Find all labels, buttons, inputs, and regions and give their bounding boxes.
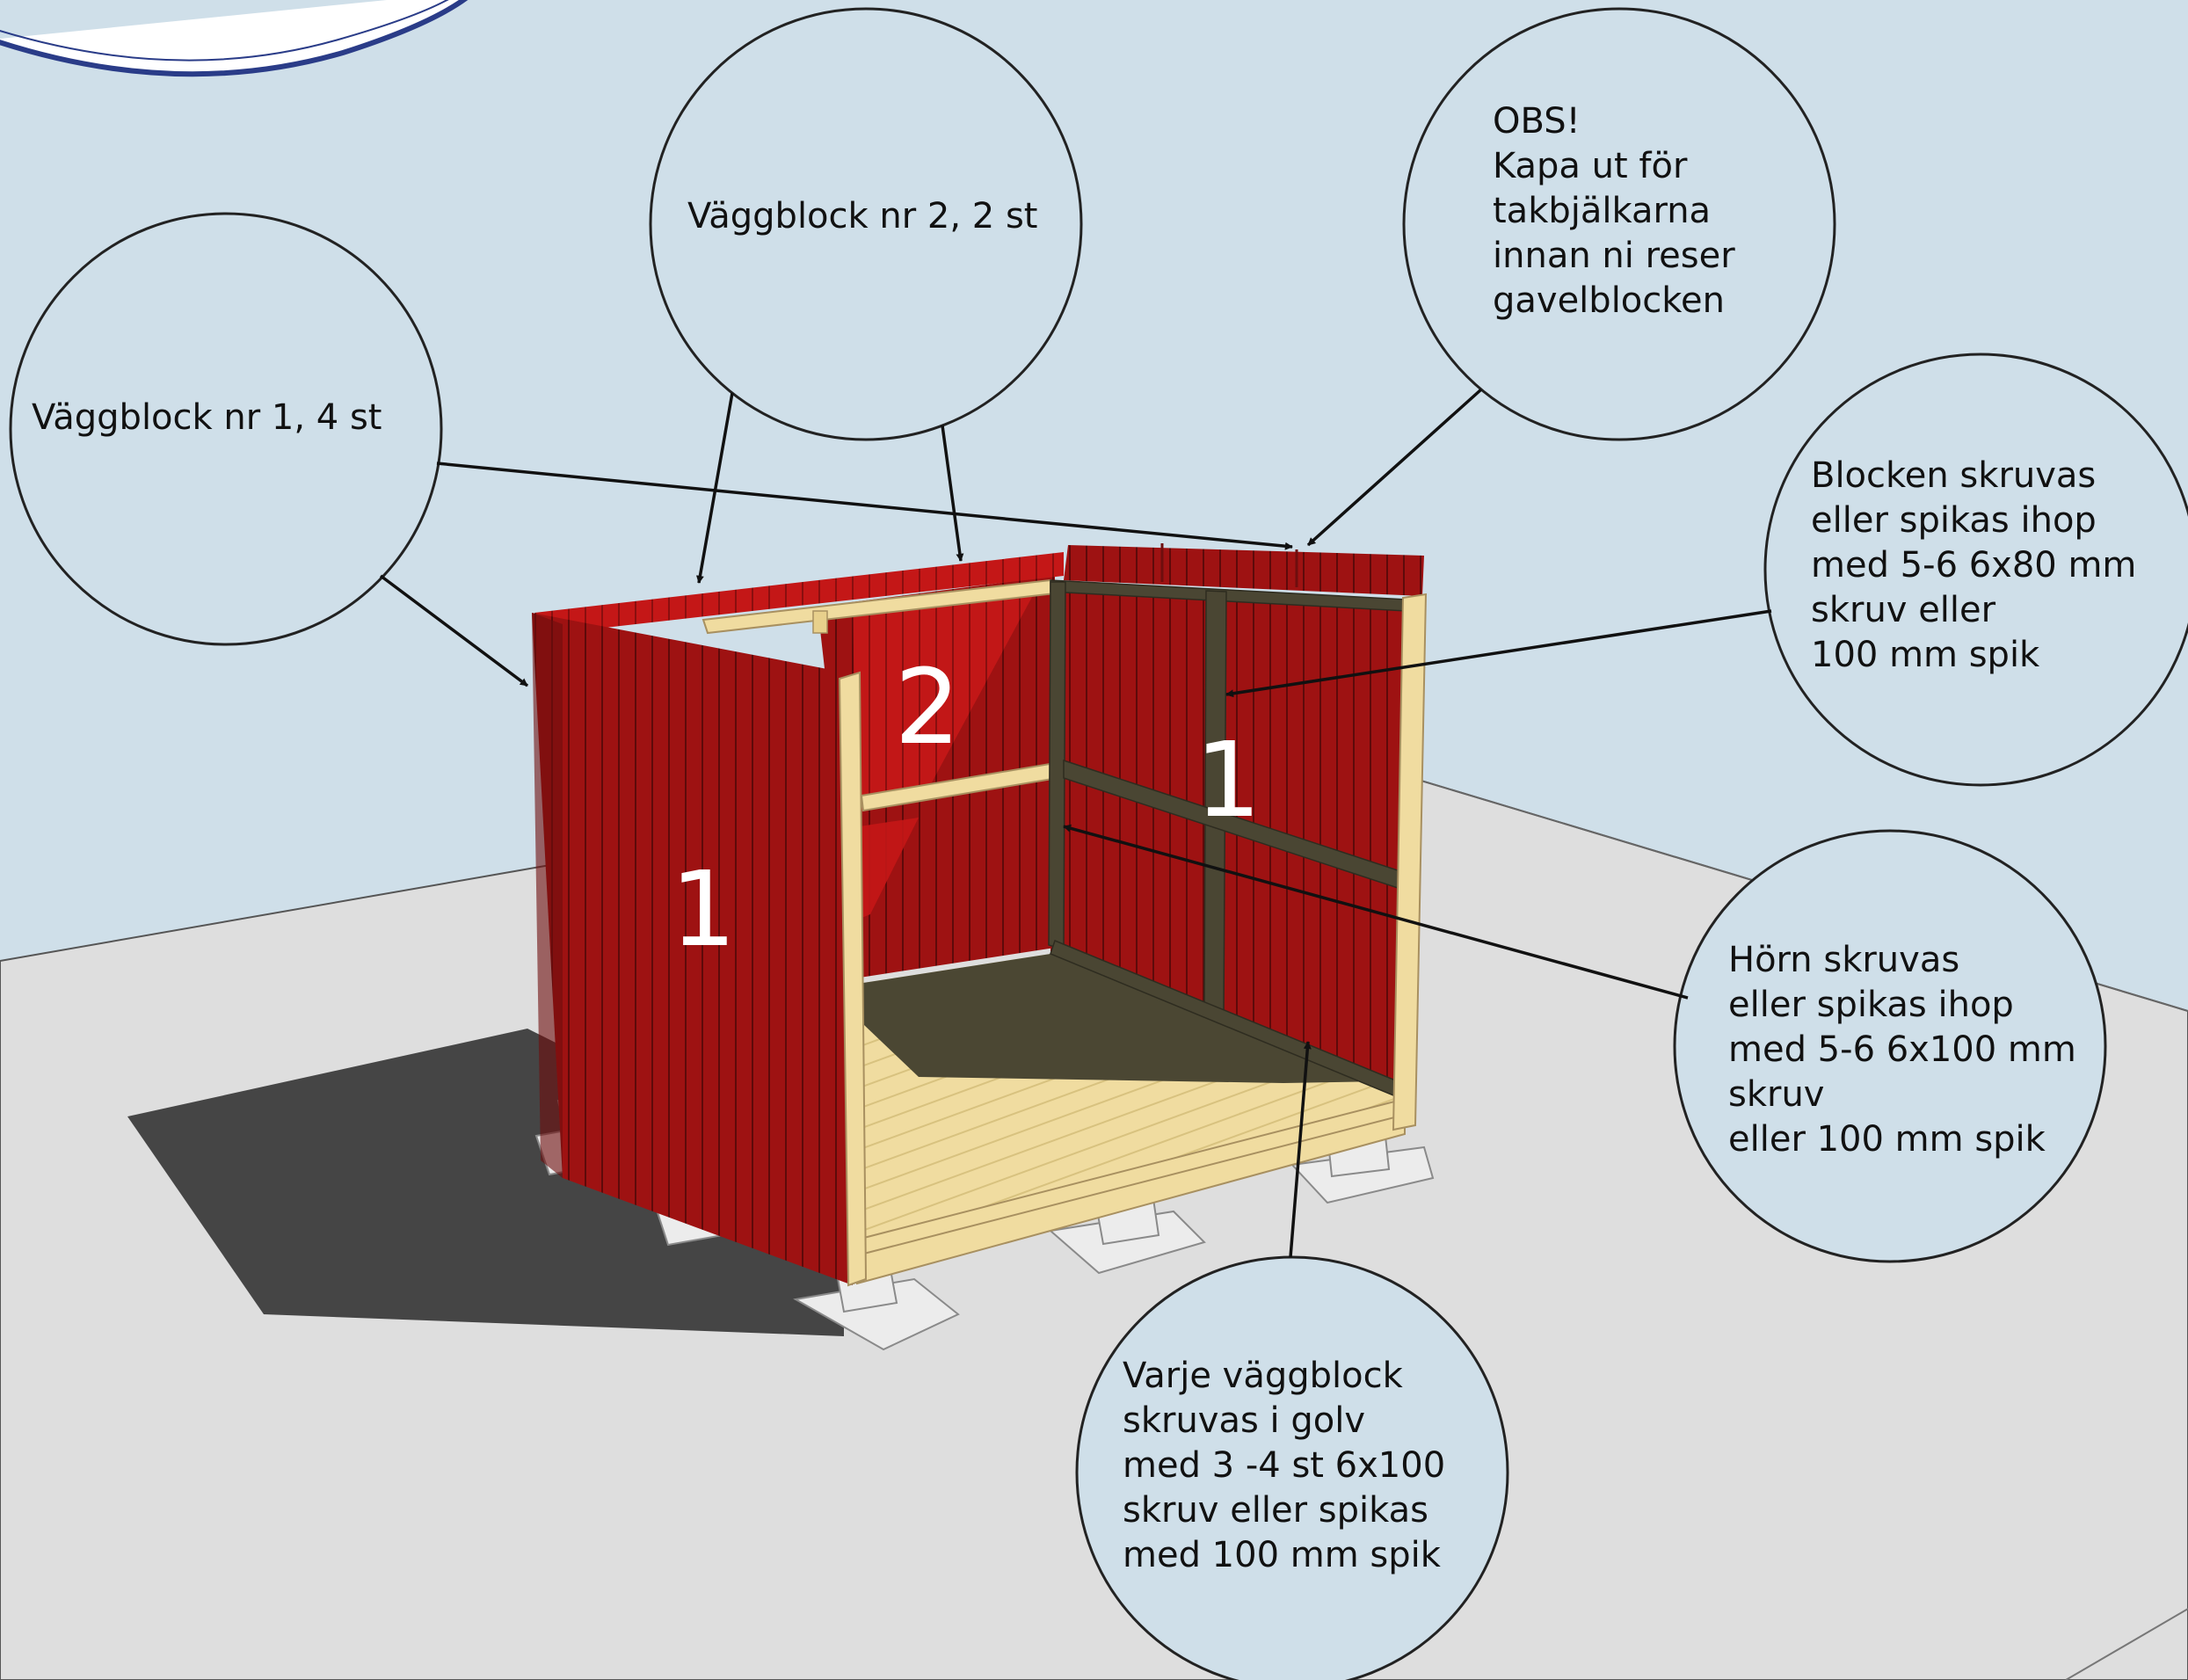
callout-wall-block-2: Väggblock nr 2, 2 st xyxy=(687,194,1037,239)
callout-floor-fastening: Varje väggblock skruvas i golv med 3 -4 … xyxy=(1123,1354,1445,1578)
panel-label-right: 1 xyxy=(1195,719,1261,840)
callout-obs: OBS! Kapa ut för takbjälkarna innan ni r… xyxy=(1493,99,1735,324)
panel-label-back: 2 xyxy=(894,646,960,767)
callout-corner-fastening: Hörn skruvas eller spikas ihop med 5-6 6… xyxy=(1728,938,2076,1162)
callout-block-fastening: Blocken skruvas eller spikas ihop med 5-… xyxy=(1811,454,2136,678)
callout-wall-block-1: Väggblock nr 1, 4 st xyxy=(32,396,382,440)
logo-fragment xyxy=(0,0,475,74)
panel-label-left: 1 xyxy=(670,848,736,970)
